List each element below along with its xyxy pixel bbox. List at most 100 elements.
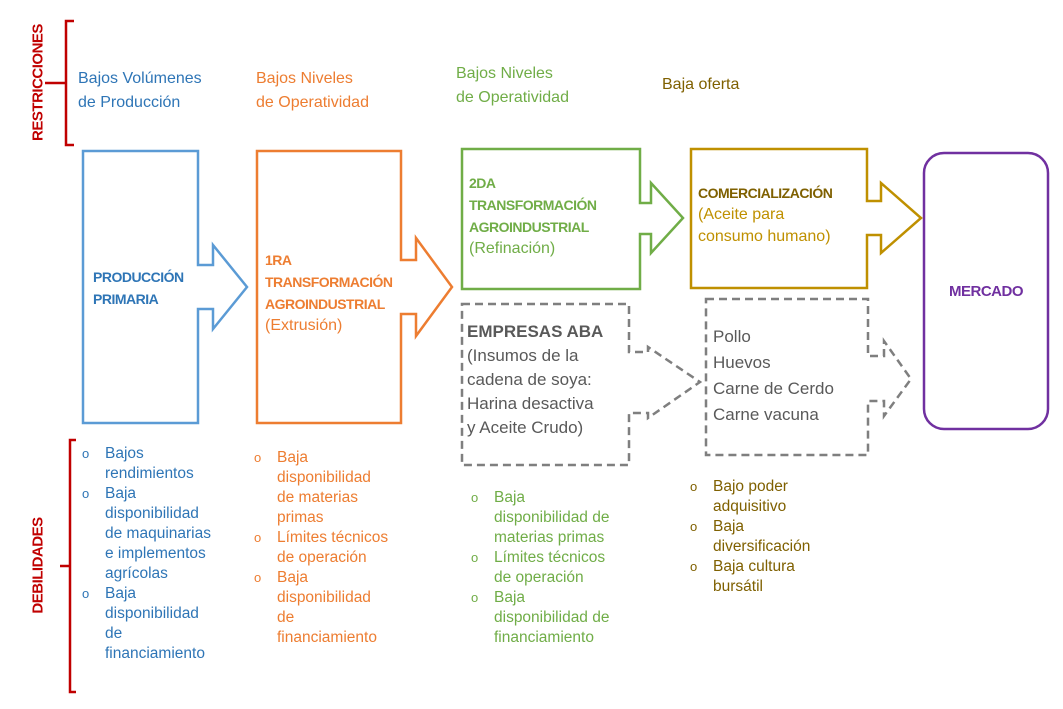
- debilidad-line: Límites técnicos: [277, 529, 389, 546]
- debilidad-item: Baja disponibilidad de materias primas: [467, 488, 609, 548]
- debilidad-line: de operación: [494, 569, 584, 586]
- debilidad-line: disponibilidad de: [494, 509, 610, 526]
- debilidad-line: rendimientos: [105, 465, 194, 482]
- segunda-transformacion-shape: [460, 147, 685, 291]
- restriccion-comercializacion: Baja oferta: [662, 73, 739, 97]
- mercado-label: MERCADO: [924, 281, 1048, 303]
- debilidad-line: Límites técnicos: [494, 549, 606, 566]
- comercializacion-label: COMERCIALIZACIÓN (Aceite para consumo hu…: [698, 182, 833, 248]
- debilidades-produccion: Bajos rendimientos Baja disponibilidad d…: [78, 444, 211, 664]
- stage-title: PRIMARIA: [93, 291, 159, 307]
- debilidad-line: Baja cultura: [713, 558, 795, 575]
- empresas-aba-title: EMPRESAS ABA: [467, 322, 604, 341]
- restriccion-line: Bajos Volúmenes: [78, 70, 202, 87]
- debilidad-item: Límites técnicos de operación: [467, 548, 609, 588]
- debilidades-label: DEBILIDADES: [29, 517, 47, 614]
- debilidades-brace: [60, 438, 76, 694]
- produccion-primaria-shape: [81, 149, 249, 425]
- debilidad-item: Baja disponibilidad de financiamiento: [78, 584, 211, 664]
- primera-transformacion-shape: [255, 149, 454, 425]
- debilidad-line: de: [277, 609, 295, 626]
- stage-subtitle: consumo humano): [698, 228, 831, 245]
- producto-item: Pollo: [713, 327, 751, 346]
- debilidad-line: financiamiento: [277, 629, 377, 646]
- producto-item: Huevos: [713, 353, 771, 372]
- debilidad-line: Bajo poder: [713, 478, 788, 495]
- debilidad-item: Baja disponibilidad de financiamiento: [467, 588, 609, 648]
- restricciones-brace: [45, 19, 74, 147]
- debilidad-item: Bajo poder adquisitivo: [686, 477, 810, 517]
- empresas-aba-line: cadena de soya:: [467, 370, 592, 389]
- restriccion-produccion: Bajos Volúmenes de Producción: [78, 67, 202, 115]
- restriccion-line: de Producción: [78, 94, 181, 111]
- debilidad-line: materias primas: [494, 529, 605, 546]
- empresas-aba-line: (Insumos de la: [467, 346, 579, 365]
- producto-item: Carne vacuna: [713, 405, 819, 424]
- debilidad-line: diversificación: [713, 538, 811, 555]
- debilidad-item: Baja disponibilidad de materias primas: [250, 448, 388, 528]
- primera-transformacion-label: 1RA TRANSFORMACIÓN AGROINDUSTRIAL (Extru…: [265, 249, 393, 337]
- stage-title: MERCADO: [949, 283, 1024, 300]
- debilidad-line: de: [105, 625, 123, 642]
- debilidades-segunda: Baja disponibilidad de materias primas L…: [467, 488, 609, 648]
- restricciones-label: RESTRICCIONES: [29, 24, 47, 141]
- debilidad-item: Baja disponibilidad de financiamiento: [250, 568, 388, 648]
- stage-subtitle: (Refinación): [469, 240, 556, 257]
- debilidad-line: agrícolas: [105, 565, 168, 582]
- productos-shape: [704, 297, 913, 457]
- stage-title: TRANSFORMACIÓN: [265, 274, 393, 290]
- stage-title: 2DA: [469, 175, 496, 191]
- debilidades-primera: Baja disponibilidad de materias primas L…: [250, 448, 388, 648]
- empresas-aba-line: Harina desactiva: [467, 394, 594, 413]
- debilidad-line: de operación: [277, 549, 367, 566]
- stage-subtitle: (Extrusión): [265, 317, 343, 334]
- debilidad-line: Baja: [494, 589, 526, 606]
- debilidad-line: primas: [277, 509, 324, 526]
- stage-title: COMERCIALIZACIÓN: [698, 185, 833, 201]
- productos-text: Pollo Huevos Carne de Cerdo Carne vacuna: [713, 324, 834, 428]
- debilidad-item: Baja disponibilidad de maquinarias e imp…: [78, 484, 211, 584]
- empresas-aba-shape: [460, 302, 703, 467]
- debilidad-line: Baja: [494, 489, 526, 506]
- stage-title: PRODUCCIÓN: [93, 269, 184, 285]
- debilidad-line: disponibilidad: [105, 605, 199, 622]
- restriccion-line: Bajos Niveles: [456, 65, 553, 82]
- debilidad-line: Baja: [105, 485, 137, 502]
- debilidad-line: disponibilidad: [105, 505, 199, 522]
- stage-title: TRANSFORMACIÓN: [469, 197, 597, 213]
- debilidad-line: disponibilidad: [277, 469, 371, 486]
- debilidad-item: Límites técnicos de operación: [250, 528, 388, 568]
- debilidad-item: Baja cultura bursátil: [686, 557, 810, 597]
- debilidad-line: disponibilidad de: [494, 609, 610, 626]
- debilidad-line: financiamiento: [494, 629, 594, 646]
- comercializacion-shape: [689, 147, 923, 290]
- debilidad-line: de maquinarias: [105, 525, 211, 542]
- restriccion-primera: Bajos Niveles de Operatividad: [256, 67, 369, 115]
- debilidad-line: adquisitivo: [713, 498, 787, 515]
- restriccion-line: Bajos Niveles: [256, 70, 353, 87]
- debilidad-line: bursátil: [713, 578, 763, 595]
- debilidad-line: Baja: [277, 449, 309, 466]
- debilidad-line: e implementos: [105, 545, 206, 562]
- stage-subtitle: (Aceite para: [698, 206, 785, 223]
- debilidades-comercializacion: Bajo poder adquisitivo Baja diversificac…: [686, 477, 810, 597]
- empresas-aba-line: y Aceite Crudo): [467, 418, 584, 437]
- debilidad-line: financiamiento: [105, 645, 205, 662]
- producto-item: Carne de Cerdo: [713, 379, 834, 398]
- empresas-aba-text: EMPRESAS ABA (Insumos de la cadena de so…: [467, 320, 603, 440]
- produccion-primaria-label: PRODUCCIÓN PRIMARIA: [93, 266, 184, 310]
- restriccion-line: Baja oferta: [662, 76, 740, 93]
- mercado-shape: [922, 151, 1050, 431]
- stage-title: AGROINDUSTRIAL: [265, 296, 385, 312]
- restriccion-line: de Operatividad: [456, 89, 569, 106]
- stage-title: 1RA: [265, 252, 292, 268]
- debilidad-item: Baja diversificación: [686, 517, 810, 557]
- debilidad-line: Baja: [713, 518, 745, 535]
- stage-title: AGROINDUSTRIAL: [469, 219, 589, 235]
- restriccion-segunda: Bajos Niveles de Operatividad: [456, 62, 569, 110]
- debilidad-line: disponibilidad: [277, 589, 371, 606]
- debilidad-line: de materias: [277, 489, 358, 506]
- debilidad-line: Baja: [105, 585, 137, 602]
- segunda-transformacion-label: 2DA TRANSFORMACIÓN AGROINDUSTRIAL (Refin…: [469, 172, 597, 260]
